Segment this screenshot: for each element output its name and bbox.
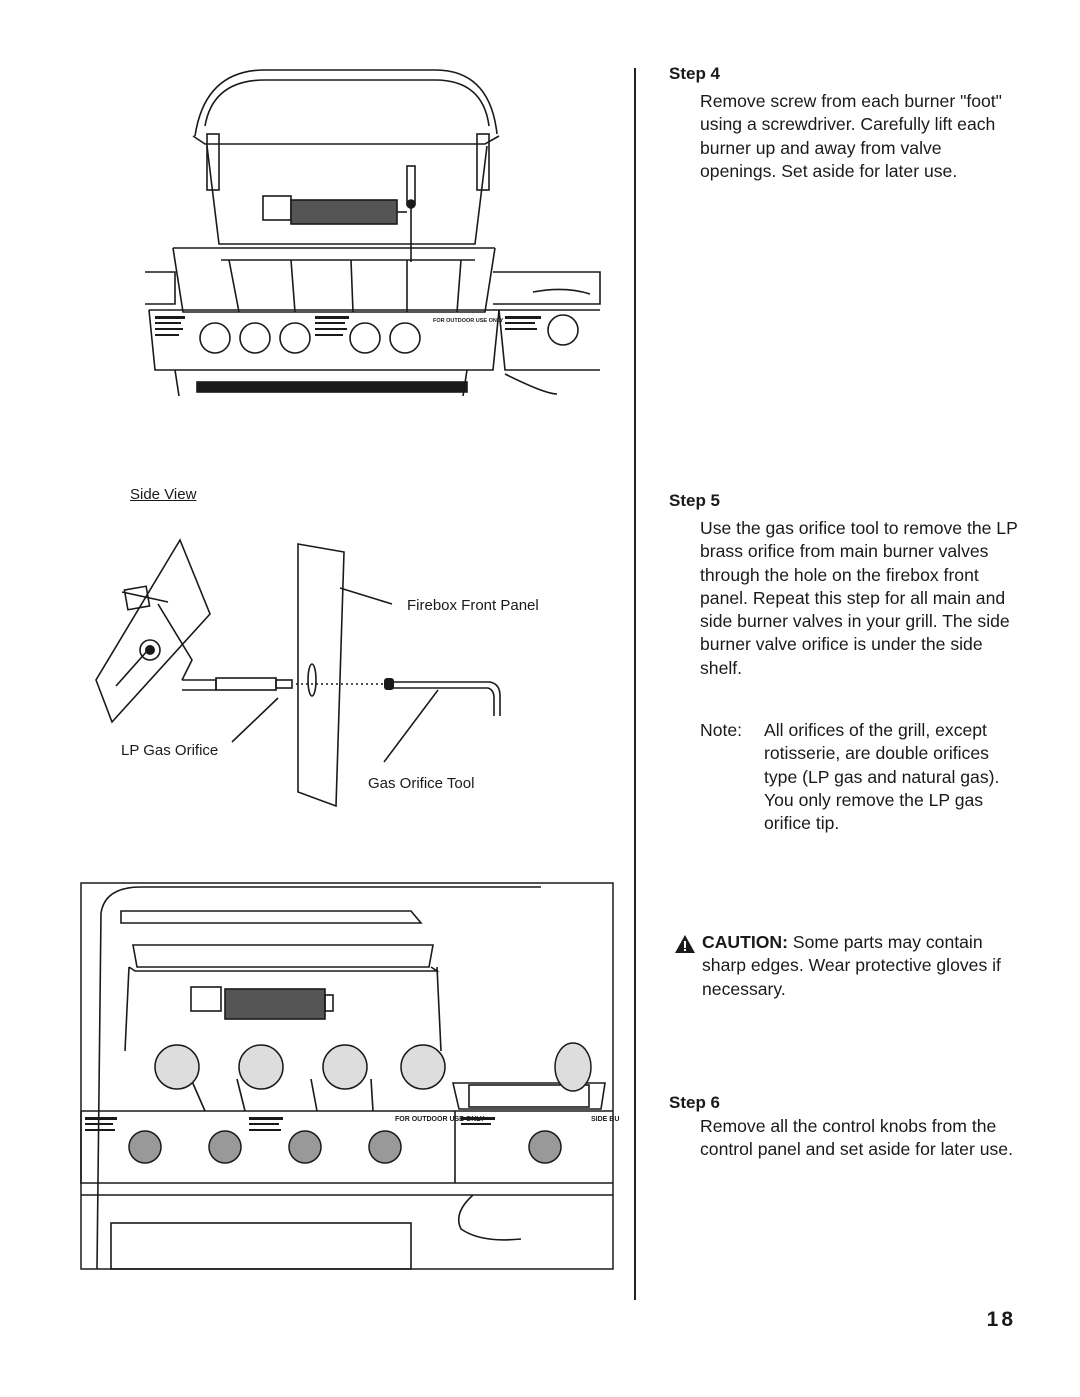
side-burner-panel-label: SIDE BU bbox=[591, 1116, 619, 1123]
grill-burners-removed-illustration: FOR OUTDOOR USE ONLY bbox=[145, 69, 601, 397]
note-label: Note: bbox=[700, 720, 743, 740]
caution-text: Some parts may contain sharp edges. Wear… bbox=[702, 932, 1001, 999]
outdoor-use-label: FOR OUTDOOR USE ONLY bbox=[433, 318, 504, 324]
step-4-text: Remove screw from each burner "foot" usi… bbox=[700, 91, 1002, 181]
step-4-title: Step 4 bbox=[669, 64, 721, 83]
page-number: 18 bbox=[986, 1308, 1016, 1331]
side-view-diagram bbox=[95, 538, 501, 808]
step-6-title: Step 6 bbox=[669, 1093, 721, 1112]
firebox-front-panel-label: Firebox Front Panel bbox=[407, 597, 539, 614]
warning-icon bbox=[675, 935, 695, 953]
gas-orifice-tool-label: Gas Orifice Tool bbox=[368, 775, 475, 792]
note-text: All orifices of the grill, except rotiss… bbox=[764, 720, 1000, 834]
step-6-text: Remove all the control knobs from the co… bbox=[700, 1116, 1013, 1160]
step-5-title: Step 5 bbox=[669, 491, 721, 510]
outdoor-use-label-2: FOR OUTDOOR USE ONLY bbox=[395, 1116, 485, 1123]
caution-label: CAUTION: bbox=[702, 932, 789, 952]
lp-gas-orifice-label: LP Gas Orifice bbox=[121, 742, 219, 759]
side-view-label: Side View bbox=[130, 486, 197, 503]
column-divider bbox=[634, 68, 636, 1300]
grill-control-knobs-illustration: FOR OUTDOOR USE ONLY SIDE BU bbox=[80, 882, 619, 1270]
step-5-text: Use the gas orifice tool to remove the L… bbox=[700, 518, 1018, 678]
